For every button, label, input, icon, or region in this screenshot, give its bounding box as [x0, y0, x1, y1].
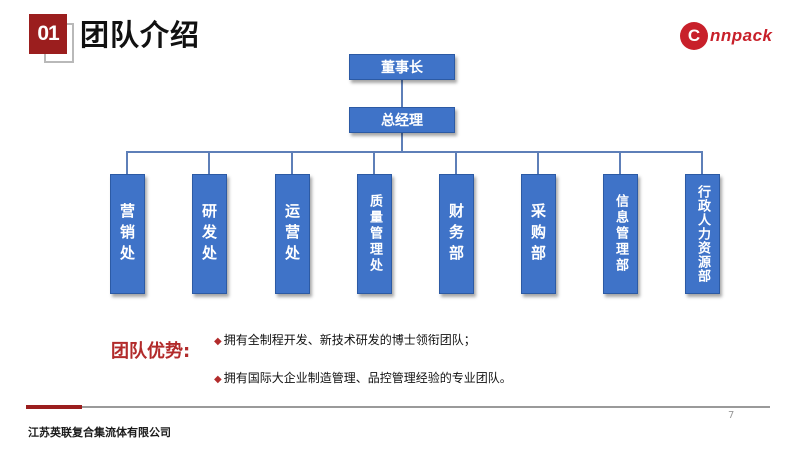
page-number: 7 [728, 410, 735, 421]
bullet-diamond-icon: ◆ [214, 374, 222, 385]
advantage-text: 拥有全制程开发、新技术研发的博士领衔团队； [223, 333, 476, 347]
advantage-item: ◆拥有国际大企业制造管理、品控管理经验的专业团队。 [214, 369, 512, 386]
connector-dept-1 [126, 151, 128, 174]
dept-marketing: 营销处 [110, 174, 145, 294]
footer-accent-bar [26, 405, 82, 409]
company-logo: C nnpack [680, 20, 773, 52]
general-manager-box: 总经理 [349, 107, 455, 133]
logo-text: nnpack [710, 26, 773, 45]
connector-dept-2 [208, 151, 210, 174]
connector-gm-bus [401, 133, 403, 152]
footer-divider [26, 406, 770, 408]
dept-admin-hr: 行政人力资源部 [685, 174, 720, 294]
advantage-item: ◆拥有全制程开发、新技术研发的博士领衔团队； [214, 331, 476, 348]
bullet-diamond-icon: ◆ [214, 336, 222, 347]
dept-operations: 运营处 [275, 174, 310, 294]
dept-finance: 财务部 [439, 174, 474, 294]
chairman-box: 董事长 [349, 54, 455, 80]
advantage-text: 拥有国际大企业制造管理、品控管理经验的专业团队。 [223, 371, 512, 385]
connector-dept-6 [537, 151, 539, 174]
connector-dept-7 [619, 151, 621, 174]
page-title: 团队介绍 [80, 18, 201, 52]
connector-dept-3 [291, 151, 293, 174]
company-name: 江苏英联复合集流体有限公司 [28, 426, 171, 439]
dept-rnd: 研发处 [192, 174, 227, 294]
section-number-badge: 01 [29, 14, 67, 54]
connector-dept-4 [373, 151, 375, 174]
connector-chairman-gm [401, 80, 403, 107]
connector-dept-8 [701, 151, 703, 174]
logo-icon: C [680, 22, 708, 50]
advantages-title: 团队优势: [111, 341, 191, 362]
dept-quality-management: 质量管理处 [357, 174, 392, 294]
dept-information-management: 信息管理部 [603, 174, 638, 294]
connector-dept-5 [455, 151, 457, 174]
connector-bus [126, 151, 703, 153]
dept-procurement: 采购部 [521, 174, 556, 294]
